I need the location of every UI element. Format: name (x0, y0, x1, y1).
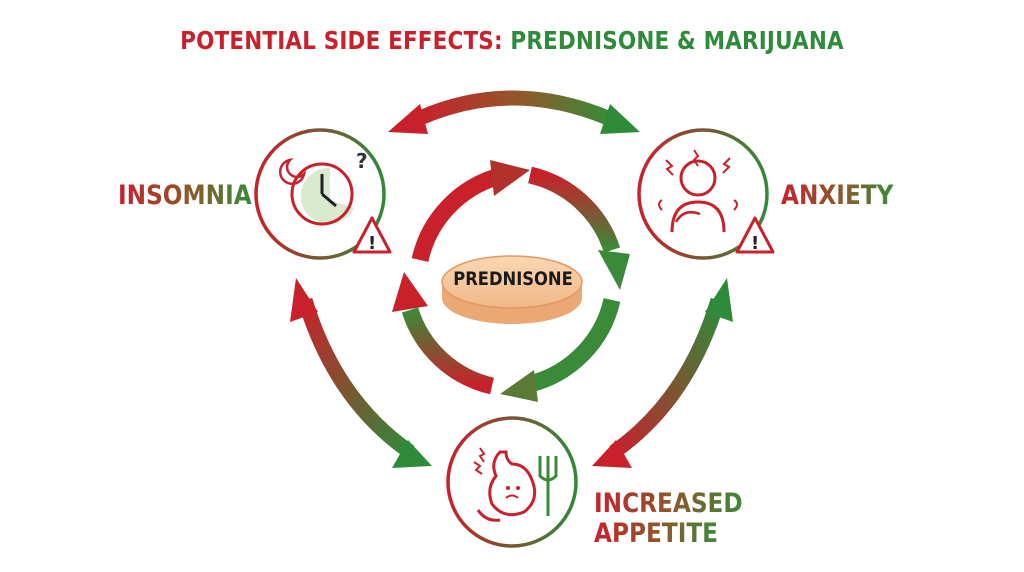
appetite-label-line1: INCREASED (594, 488, 743, 519)
warning-triangle-icon: ! (735, 216, 775, 254)
anxiety-label: ANXIETY (781, 180, 894, 211)
insomnia-icon-circle: ? ! (254, 128, 392, 260)
center-cycle-arrows (392, 160, 630, 402)
anxiety-icon-circle: ! (637, 128, 775, 260)
title-part-2: PREDNISONE & MARIJUANA (510, 26, 844, 55)
arrow-insomnia-anxiety (388, 90, 640, 134)
arrow-anxiety-appetite (592, 278, 733, 468)
pill-icon (441, 255, 583, 324)
title-part-1: POTENTIAL SIDE EFFECTS: (180, 26, 511, 55)
warning-triangle-icon: ! (352, 216, 392, 254)
svg-text:!: ! (751, 233, 759, 254)
insomnia-label: INSOMNIA (118, 180, 252, 211)
svg-text:?: ? (356, 149, 368, 173)
stomach-fork-icon (473, 447, 558, 522)
center-pill-label: PREDNISONE (453, 268, 573, 290)
svg-text:!: ! (368, 233, 376, 254)
moon-clock-question-icon: ? (278, 149, 368, 226)
stressed-person-icon (658, 149, 738, 233)
page-title: POTENTIAL SIDE EFFECTS: PREDNISONE & MAR… (72, 26, 953, 55)
arrow-insomnia-appetite (290, 278, 432, 468)
appetite-icon-circle (446, 416, 578, 548)
appetite-label-line2: APPETITE (594, 518, 719, 549)
